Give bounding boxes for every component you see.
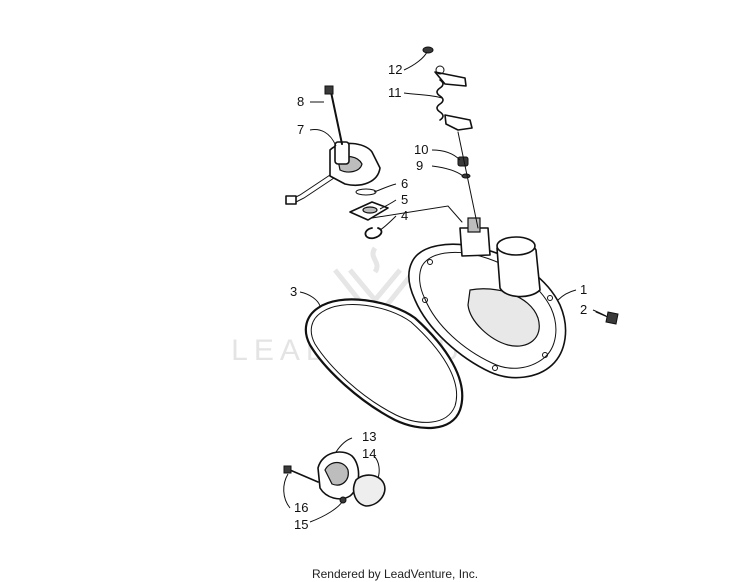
callout-4: 4 — [401, 208, 408, 223]
part-drive-belt — [304, 298, 464, 430]
callout-16: 16 — [294, 500, 308, 515]
callout-labels: 1 2 3 4 5 6 7 8 9 10 11 12 13 14 15 16 — [290, 62, 587, 532]
callout-9: 9 — [416, 158, 423, 173]
part-gasket-14 — [352, 474, 386, 507]
callout-11: 11 — [388, 85, 402, 100]
callout-8: 8 — [297, 94, 304, 109]
callout-3: 3 — [290, 284, 297, 299]
part-cap-12 — [422, 46, 434, 54]
part-screw-16 — [283, 465, 319, 483]
callout-12: 12 — [388, 62, 402, 77]
part-bolt-2 — [595, 311, 619, 325]
footer-credit: Rendered by LeadVenture, Inc. — [312, 567, 478, 581]
callout-7: 7 — [297, 122, 304, 137]
part-o-ring-6 — [355, 188, 377, 196]
callout-14: 14 — [362, 446, 376, 461]
callout-10: 10 — [414, 142, 428, 157]
callout-2: 2 — [580, 302, 587, 317]
callout-13: 13 — [362, 429, 376, 444]
part-spring-lever-11 — [434, 65, 473, 131]
part-washer-15 — [339, 496, 347, 504]
part-washer-9 — [461, 173, 471, 179]
part-actuator — [285, 141, 381, 205]
callout-15: 15 — [294, 517, 308, 532]
part-clutch-cover — [408, 217, 567, 379]
part-clip-4 — [364, 227, 383, 240]
part-screw-8 — [324, 85, 343, 145]
part-lower-cover-13 — [317, 451, 360, 500]
leader-lines — [283, 51, 607, 523]
callout-6: 6 — [401, 176, 408, 191]
callout-5: 5 — [401, 192, 408, 207]
callout-1: 1 — [580, 282, 587, 297]
part-mount-plate-5 — [349, 201, 389, 221]
